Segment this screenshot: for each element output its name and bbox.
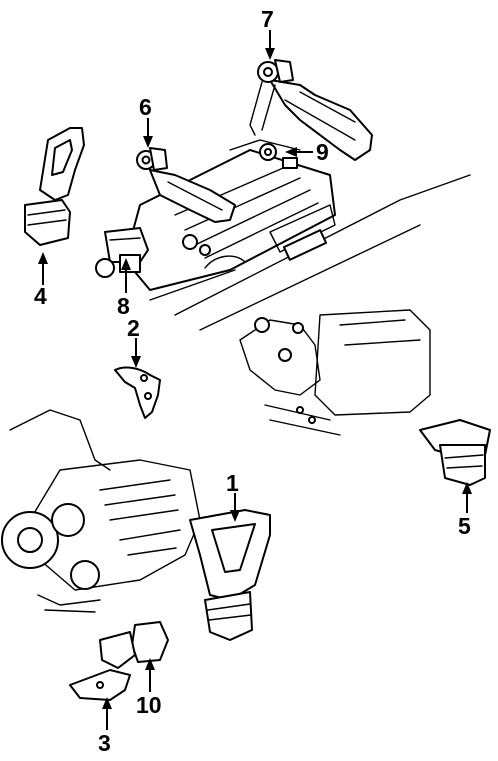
bracket-upper-right [249,59,373,161]
callout-4: 4 [34,283,47,309]
transmission-housing [239,309,431,436]
callout-9: 9 [316,139,329,165]
callout-3: 3 [98,730,111,756]
callout-6: 6 [139,94,152,120]
callout-2: 2 [127,315,140,341]
part-3-bracket [69,669,131,701]
callout-10: 10 [136,692,162,718]
lower-engine-block [1,409,201,613]
part-1-mount [189,509,271,641]
part-5-mount [419,419,491,486]
leader-lines [38,30,472,730]
callout-8: 8 [117,293,130,319]
bracket-upper-left [136,147,236,223]
callout-7: 7 [261,6,274,32]
mount-9-stud [259,143,298,169]
callout-1: 1 [226,470,239,496]
part-10-bracket [99,621,169,669]
part-4-mount [24,127,85,246]
part-2-bracket [114,366,161,419]
callout-5: 5 [458,513,471,539]
